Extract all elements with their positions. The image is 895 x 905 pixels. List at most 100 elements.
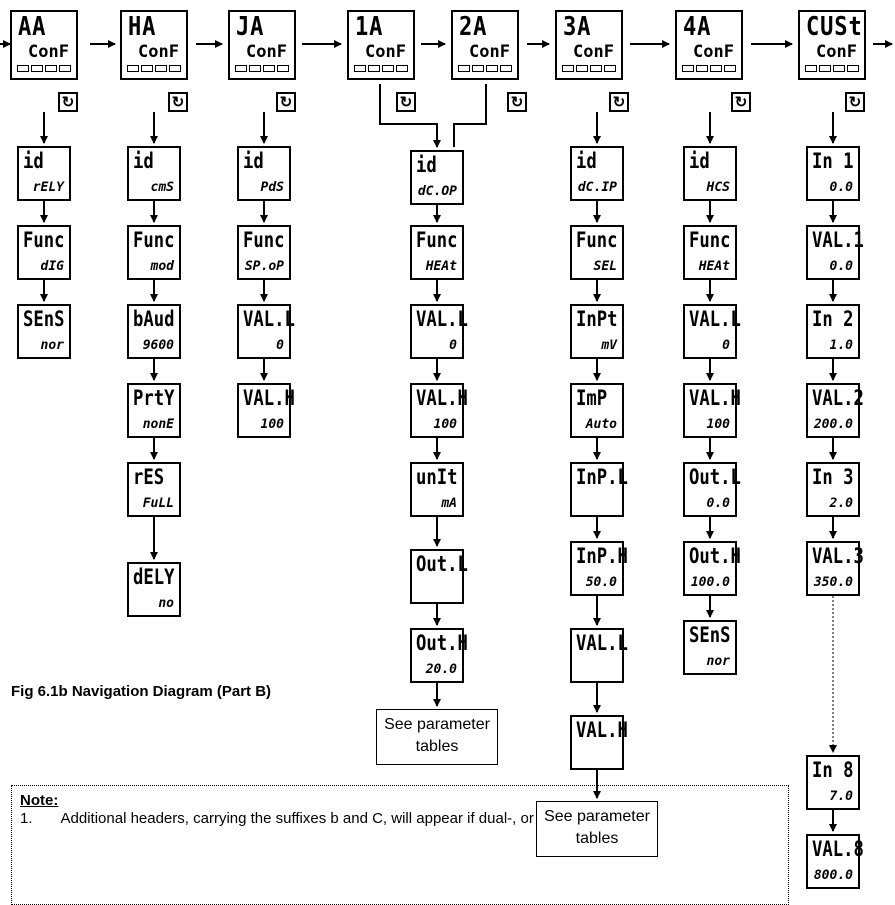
param-name: Out.H [416, 631, 468, 655]
param-name: id [133, 149, 154, 173]
header-sub: ConF [469, 42, 510, 62]
param-value: 2.0 [829, 496, 853, 511]
param-name: VAL.8 [812, 837, 864, 861]
param-name: VAL.H [689, 386, 741, 410]
keypad-icon [235, 65, 289, 72]
param-value: 0 [276, 338, 284, 353]
param-value: 7.0 [829, 789, 853, 804]
param-value: 0.0 [706, 496, 730, 511]
keypad-icon [127, 65, 181, 72]
scroll-key-icon: ↻ [845, 92, 865, 112]
keypad-icon [682, 65, 736, 72]
param-value: 800.0 [813, 868, 853, 883]
param-box: VAL.L [570, 628, 628, 683]
param-value: 20.0 [425, 662, 457, 677]
param-value: PdS [260, 180, 284, 195]
param-name: InP.H [576, 544, 628, 568]
param-name: VAL.H [576, 718, 628, 742]
param-name: unIt [416, 465, 458, 489]
header-sub: ConF [138, 42, 179, 62]
header-title: 1A [355, 12, 384, 42]
param-name: VAL.1 [812, 228, 864, 252]
scroll-key-icon: ↻ [609, 92, 629, 112]
param-box: id cmS [127, 146, 181, 201]
keypad-icon [805, 65, 859, 72]
header-title: AA [18, 12, 47, 42]
param-value: 0.0 [829, 259, 853, 274]
param-value: mV [601, 338, 617, 353]
param-value: FuLL [142, 496, 174, 511]
param-name: Out.L [689, 465, 741, 489]
param-name: VAL.L [689, 307, 741, 331]
param-value: HCS [706, 180, 730, 195]
param-name: VAL.3 [812, 544, 864, 568]
param-name: InPt [576, 307, 618, 331]
param-value: mA [441, 496, 457, 511]
scroll-key-icon: ↻ [168, 92, 188, 112]
param-name: id [243, 149, 264, 173]
param-name: VAL.H [243, 386, 295, 410]
param-name: InP.L [576, 465, 628, 489]
note-item: 1. Additional headers, carrying the suff… [20, 810, 780, 827]
param-box: Func mod [127, 225, 181, 280]
param-box: VAL.1 0.0 [806, 225, 864, 280]
header-title: 4A [683, 12, 712, 42]
header-title: JA [236, 12, 265, 42]
param-value: nor [40, 338, 64, 353]
see-parameter-tables-note: See parameter tables [376, 709, 498, 765]
header-sub: ConF [573, 42, 614, 62]
param-name: PrtY [133, 386, 175, 410]
param-value: 0 [449, 338, 457, 353]
param-value: no [158, 596, 174, 611]
param-name: bAud [133, 307, 175, 331]
scroll-key-icon: ↻ [731, 92, 751, 112]
header-sub: ConF [246, 42, 287, 62]
param-value: dC.IP [577, 180, 617, 195]
scroll-key-icon: ↻ [396, 92, 416, 112]
param-name: Func [133, 228, 175, 252]
param-value: cmS [150, 180, 174, 195]
param-name: Func [689, 228, 731, 252]
param-name: In 3 [812, 465, 854, 489]
param-value: dIG [40, 259, 64, 274]
param-box: InPt mV [570, 304, 624, 359]
param-value: 50.0 [585, 575, 617, 590]
param-value: mod [150, 259, 174, 274]
param-name: dELY [133, 565, 175, 589]
param-name: id [23, 149, 44, 173]
param-value: 200.0 [813, 417, 853, 432]
figure-caption: Fig 6.1b Navigation Diagram (Part B) [11, 683, 272, 700]
param-value: 0 [722, 338, 730, 353]
param-value: dC.OP [417, 184, 457, 199]
header-title: 2A [459, 12, 488, 42]
note-item-number: 1. [20, 810, 33, 827]
